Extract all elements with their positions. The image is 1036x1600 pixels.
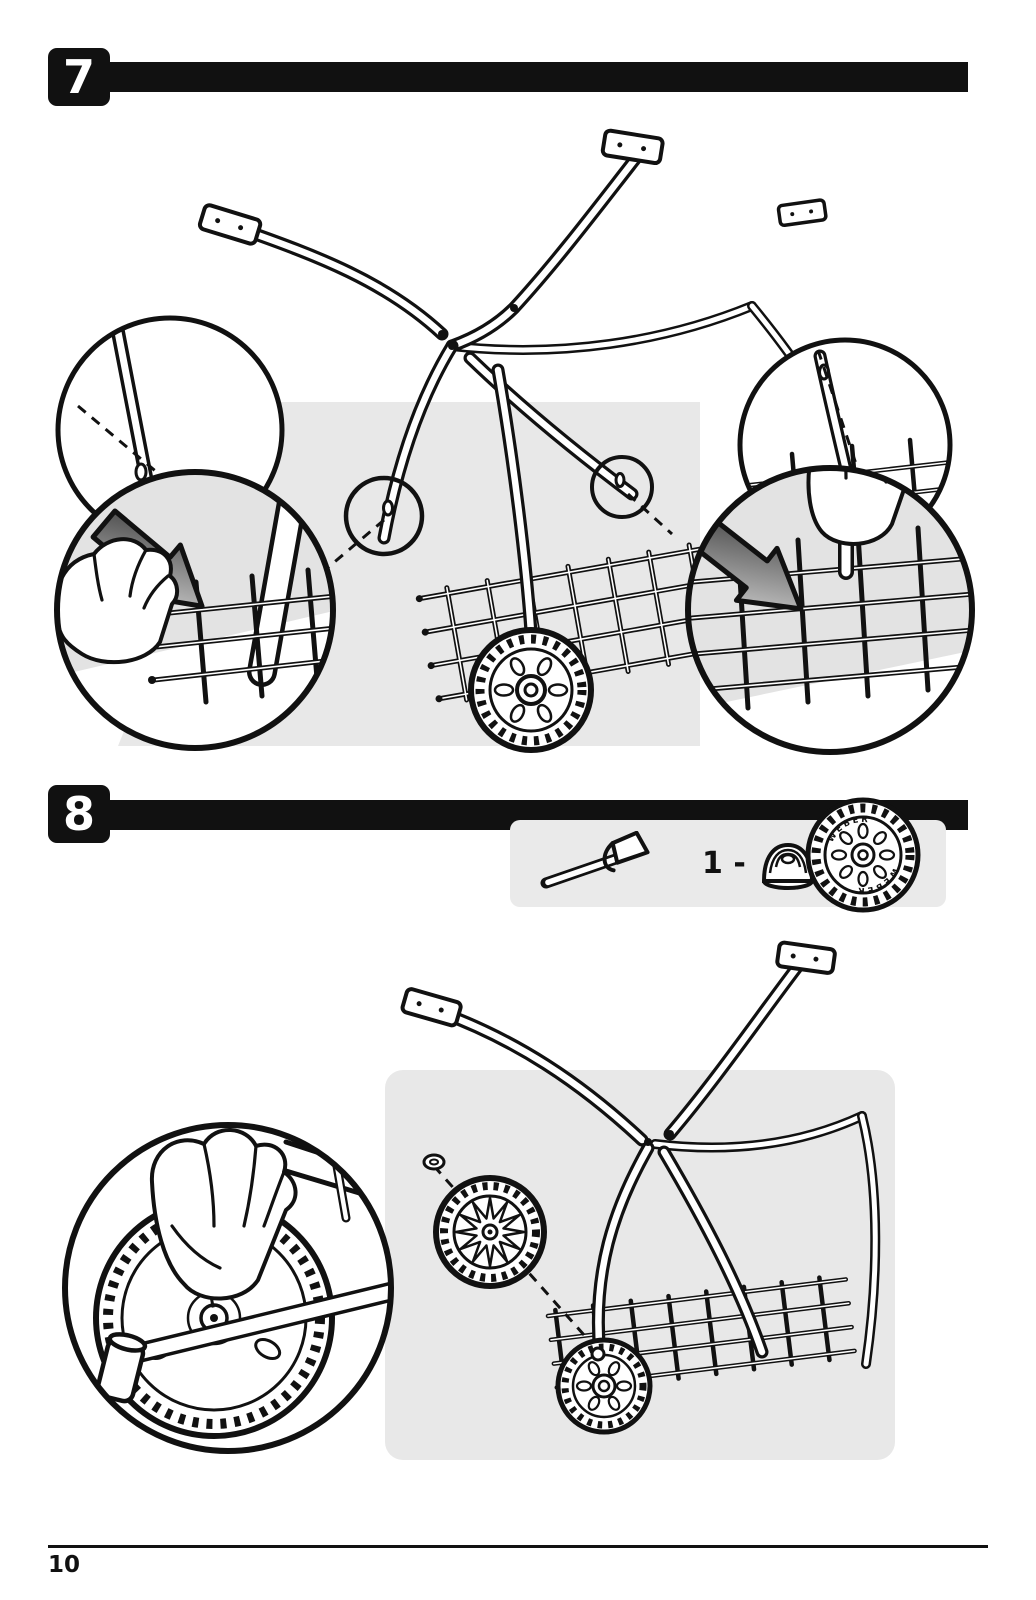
hammer-icon xyxy=(540,830,650,888)
step7-number: 7 xyxy=(62,50,95,104)
step7-badge: 7 xyxy=(48,48,110,106)
wheel-icon: WEBER WEBER xyxy=(805,797,921,913)
footer-divider xyxy=(48,1545,988,1548)
axle-end xyxy=(590,1346,606,1362)
callout-insert-left xyxy=(54,469,336,751)
quantity-label: 1 - xyxy=(702,846,746,881)
callout-insert-right xyxy=(685,465,975,755)
hand-right xyxy=(806,468,918,546)
step8-badge: 8 xyxy=(48,785,110,843)
handle-bracket-right-8 xyxy=(775,940,837,975)
step8-number: 8 xyxy=(62,787,95,841)
callout-hammering xyxy=(62,1122,394,1454)
wheel-assembled-8 xyxy=(555,1337,653,1435)
handle-bracket-left-8 xyxy=(400,987,463,1028)
leg-hole-marker-right xyxy=(590,455,674,536)
step7-illustration xyxy=(54,128,975,755)
wheel-loose xyxy=(433,1175,547,1289)
handle-bracket-right xyxy=(600,128,665,166)
hammer-closeup xyxy=(95,1282,391,1404)
page-number: 10 xyxy=(48,1552,81,1578)
cart-frame-upright xyxy=(433,959,881,1369)
handle-bracket-far xyxy=(776,198,828,228)
step7-bar xyxy=(104,62,968,92)
wheel-assembled xyxy=(468,627,594,753)
handle-bracket-left xyxy=(197,203,263,246)
step8-illustration xyxy=(62,940,895,1460)
hub-cap-small xyxy=(422,1153,446,1171)
